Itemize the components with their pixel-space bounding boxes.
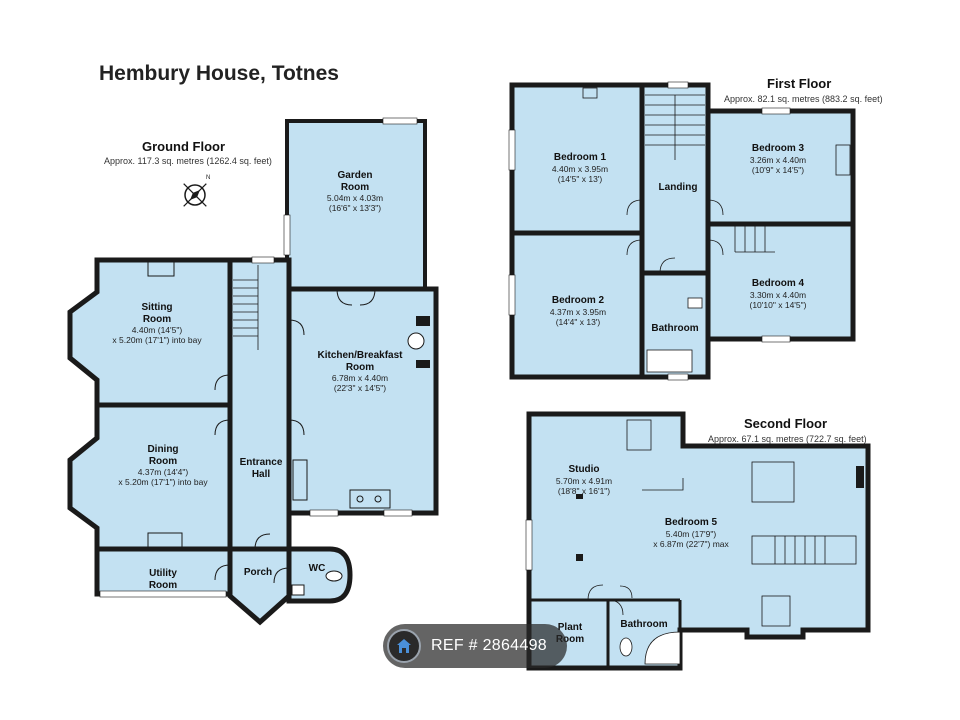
second-floor-stairs-rise [734,226,775,253]
utility-room-label-2: Room [149,580,177,591]
studio-dim: 5.70m x 4.91m [556,476,612,486]
utility-room-label: Utility [149,568,177,579]
ground-floor-title: Ground Floor [142,139,226,154]
studio-dim-imperial: (18'8" x 16'1") [558,486,610,496]
svg-text:N: N [206,175,210,181]
bedroom1-dim: 4.40m x 3.95m [552,164,608,174]
bedroom3-shape [705,108,856,227]
bedroom2-label: Bedroom 2 [552,295,605,306]
first-floor-labels: Bedroom 1 4.40m x 3.95m (14'5" x 13') Be… [550,143,807,334]
bedroom2-dim-imperial: (14'4" x 13') [556,317,601,327]
bedroom1-shape [509,82,645,236]
bedroom4-dim: 3.30m x 4.40m [750,290,806,300]
garden-room-label: Garden [337,170,372,181]
dining-room-label-2: Room [149,456,177,467]
first-floor-title: First Floor [767,76,832,91]
bedroom4-dim-imperial: (10'10" x 14'5") [749,300,806,310]
bathroom2-label: Bathroom [620,619,667,630]
sitting-room-label: Sitting [141,302,172,313]
first-floor-stairs [645,94,705,160]
sitting-room-dim: 4.40m (14'5") [132,325,183,335]
plan-title: Hembury House, Totnes [99,62,339,85]
kitchen-shape [286,286,439,516]
ground-floor-area: Approx. 117.3 sq. metres (1262.4 sq. fee… [104,156,272,166]
bedroom1-dim-imperial: (14'5" x 13') [558,174,603,184]
dining-room-label: Dining [147,444,178,455]
second-floor-main-shape [526,411,871,671]
compass-icon: N [183,175,210,207]
kitchen-dim-imperial: (22'3" x 14'5") [334,383,386,393]
kitchen-dim: 6.78m x 4.40m [332,373,388,383]
sitting-room-dim-2: x 5.20m (17'1") into bay [112,335,202,345]
entrance-hall-shape [227,257,292,552]
bedroom2-dim: 4.37m x 3.95m [550,307,606,317]
second-floor-area: Approx. 67.1 sq. metres (722.7 sq. feet) [708,434,867,444]
bathroom1-label: Bathroom [651,323,698,334]
sitting-room-label-2: Room [143,314,171,325]
home-icon [387,629,421,663]
bedroom4-shape [705,221,856,342]
bedroom3-label: Bedroom 3 [752,143,805,154]
reference-number: REF # 2864498 [431,637,547,654]
garden-room-shape [285,119,427,291]
plant-room-label-2: Room [556,634,584,645]
ground-floor-labels: Garden Room 5.04m x 4.03m (16'6" x 13'3"… [112,170,403,591]
entrance-hall-label-2: Hall [252,469,271,480]
ground-floor-plan [67,119,439,626]
reference-badge: REF # 2864498 [383,624,567,668]
first-floor-area: Approx. 82.1 sq. metres (883.2 sq. feet) [724,94,883,104]
garden-room-dim-imperial: (16'6" x 13'3") [329,203,381,213]
bedroom3-dim-imperial: (10'9" x 14'5") [752,165,804,175]
ground-stairs [233,265,259,350]
porch-shape [227,546,292,626]
dining-room-dim: 4.37m (14'4") [138,467,189,477]
bedroom5-dim-2: x 6.87m (22'7") max [653,539,729,549]
second-floor-title: Second Floor [744,416,828,431]
kitchen-label: Kitchen/Breakfast [317,350,403,361]
entrance-hall-label: Entrance [240,457,283,468]
bedroom1-label: Bedroom 1 [554,152,607,163]
bedroom4-label: Bedroom 4 [752,278,805,289]
first-floor-plan [509,82,856,380]
wc-label: WC [309,563,326,574]
second-floor-stairs [751,535,857,565]
bedroom5-dim: 5.40m (17'9") [666,529,717,539]
landing-label: Landing [659,182,698,193]
dining-room-dim-2: x 5.20m (17'1") into bay [118,477,208,487]
garden-room-dim: 5.04m x 4.03m [327,193,383,203]
second-floor-labels: Studio 5.70m x 4.91m (18'8" x 16'1") Bed… [556,464,730,645]
studio-label: Studio [568,464,599,475]
second-floor-plan [526,411,871,671]
bedroom5-label: Bedroom 5 [665,517,718,528]
bedroom3-dim: 3.26m x 4.40m [750,155,806,165]
garden-room-label-2: Room [341,182,369,193]
porch-label: Porch [244,567,272,578]
plant-room-label: Plant [558,622,583,633]
kitchen-label-2: Room [346,362,374,373]
